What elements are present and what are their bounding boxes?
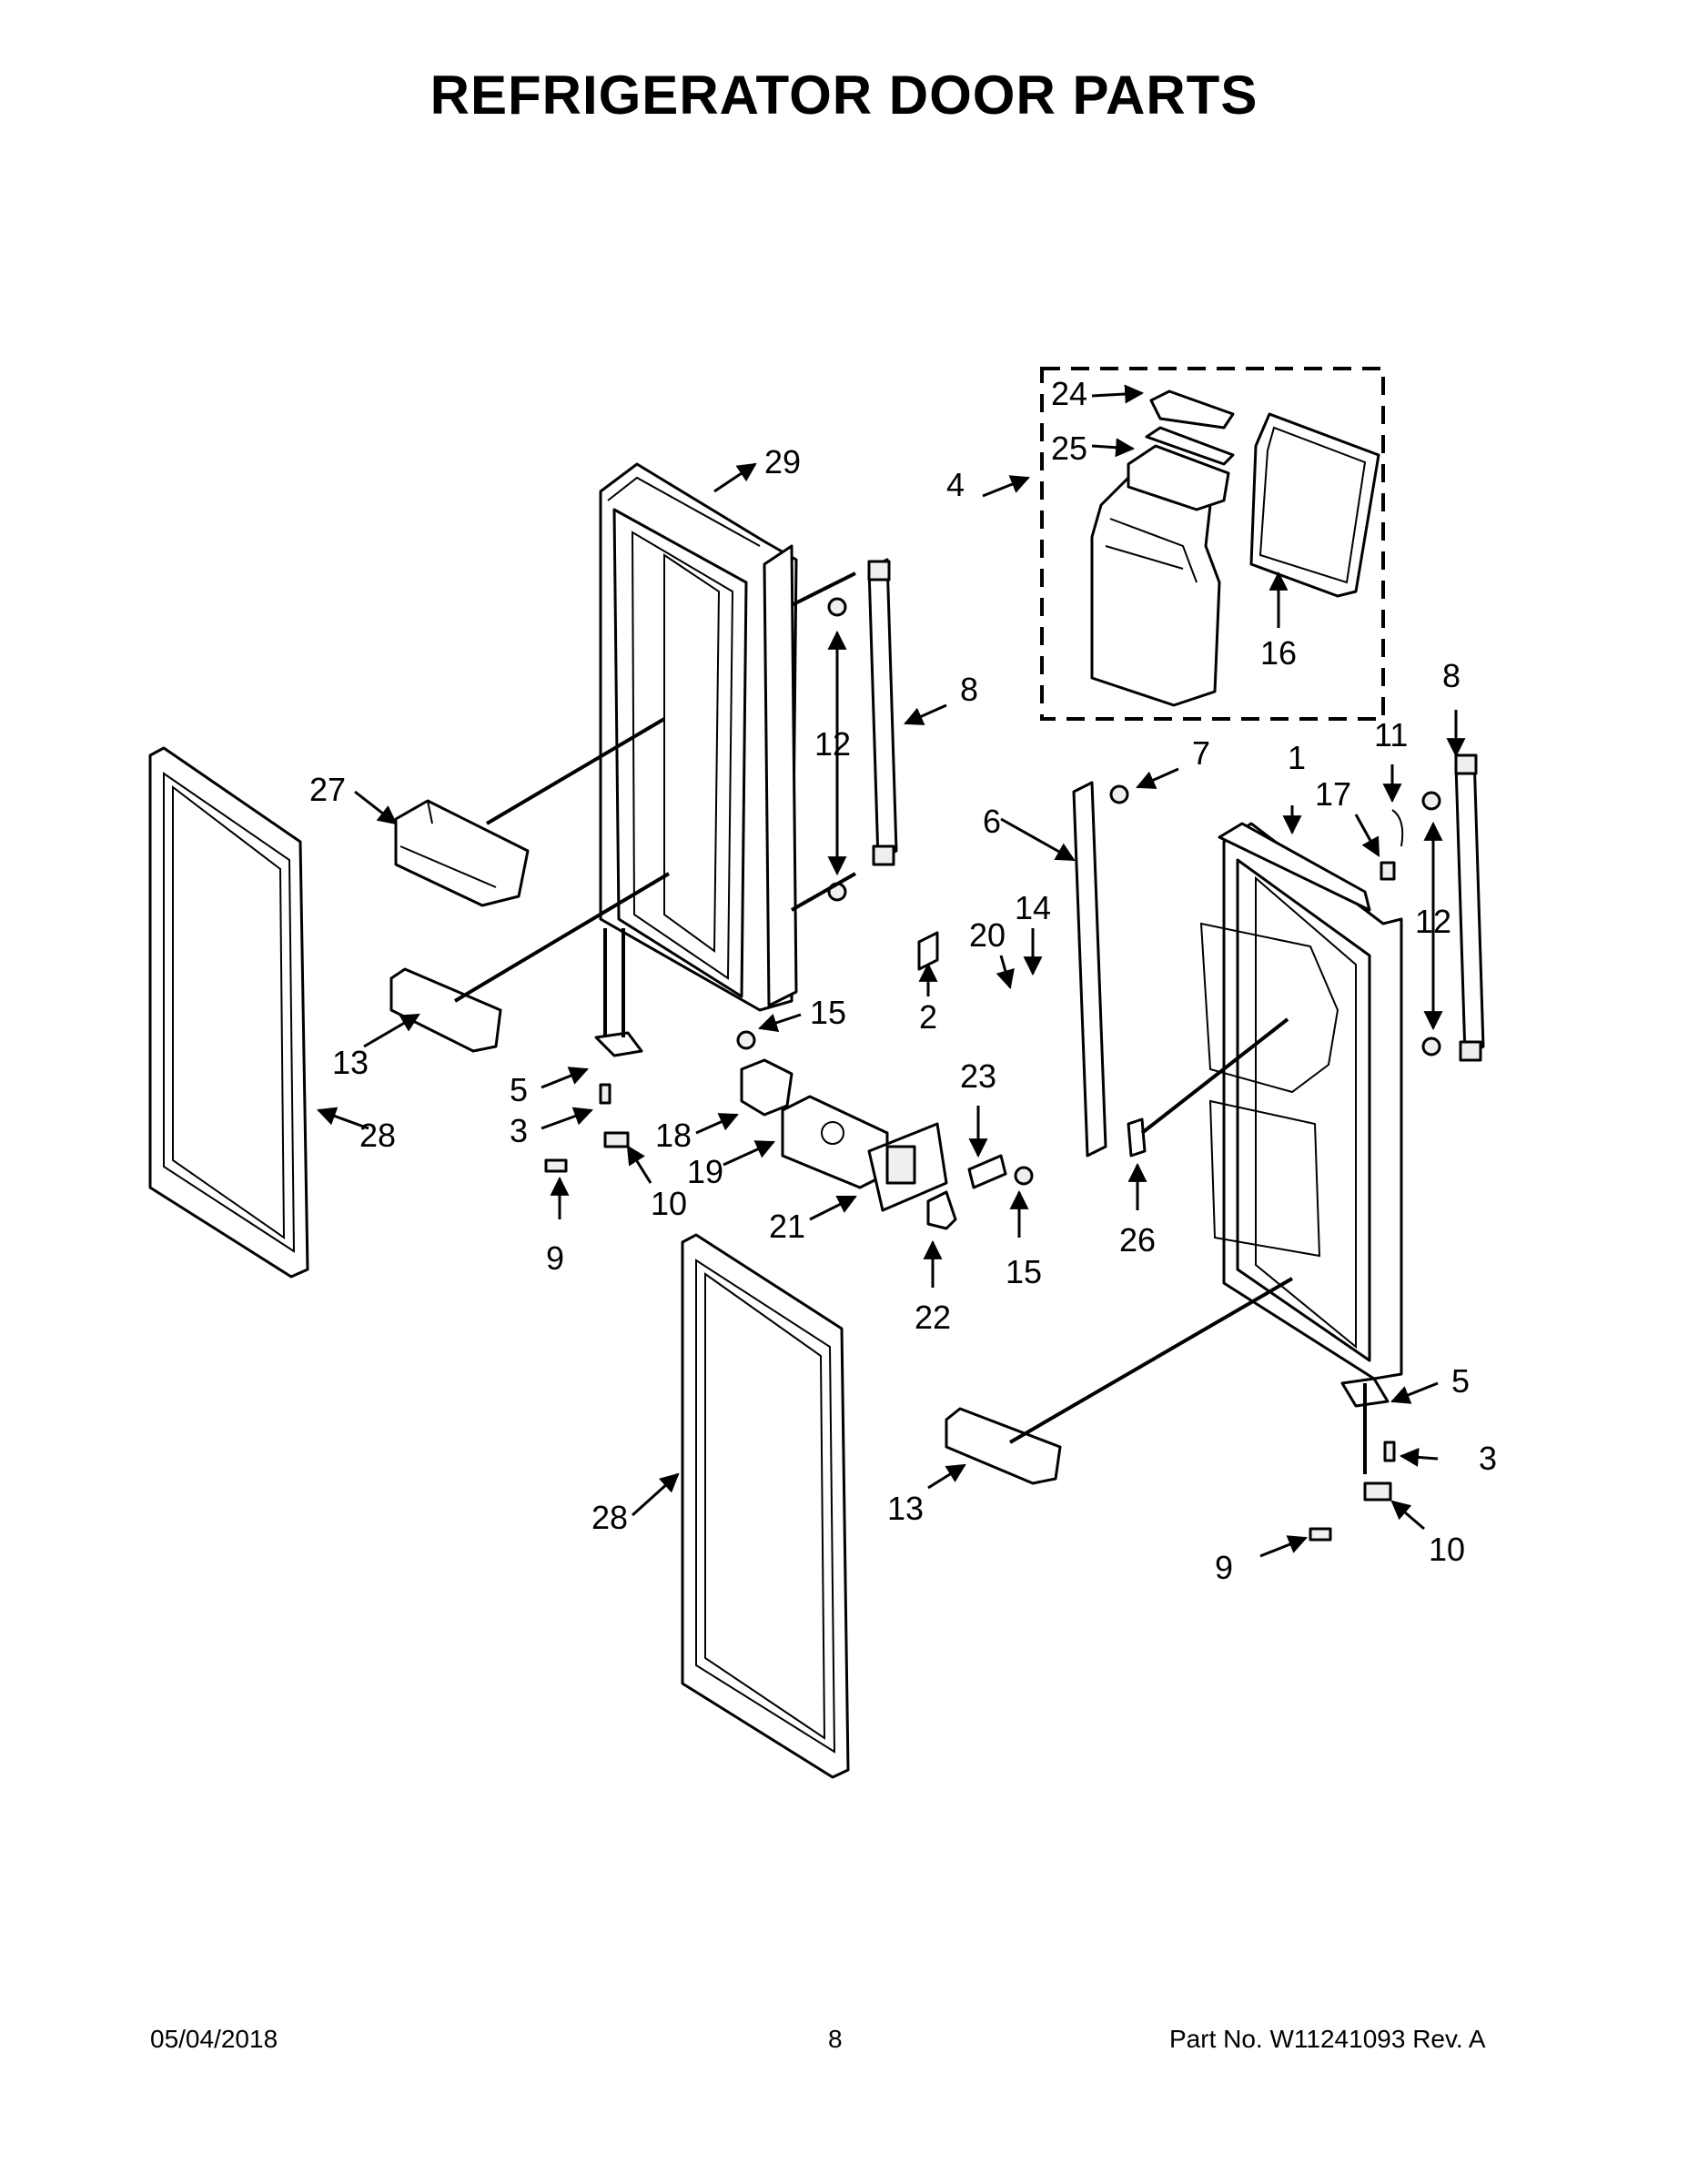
callout-8-right: 8 <box>1442 657 1461 694</box>
left-door-part-29 <box>599 462 798 1012</box>
callout-5-left: 5 <box>510 1071 528 1108</box>
page-title: REFRIGERATOR DOOR PARTS <box>430 65 1258 126</box>
callout-22: 22 <box>915 1299 951 1336</box>
screw-9-left <box>544 1158 568 1173</box>
callout-28-right: 28 <box>591 1499 628 1536</box>
callout-25: 25 <box>1051 430 1087 467</box>
callout-3-right: 3 <box>1479 1440 1497 1477</box>
clip-26 <box>1127 1117 1147 1158</box>
callout-11: 11 <box>1374 716 1408 753</box>
door-gasket-left <box>148 746 309 1279</box>
dispenser-housing-19 <box>781 1095 889 1189</box>
callout-6: 6 <box>983 803 1001 840</box>
callout-2: 2 <box>919 998 937 1036</box>
fitting-17 <box>1380 861 1396 881</box>
door-bin-13-left <box>389 967 502 1053</box>
callout-9-left: 9 <box>546 1239 564 1277</box>
door-gasket-right <box>681 1233 850 1779</box>
callout-10-left: 10 <box>651 1185 687 1222</box>
footer-part-number: Part No. W11241093 Rev. A <box>1169 2025 1486 2053</box>
callout-1: 1 <box>1288 739 1306 776</box>
plate-23 <box>967 1154 1007 1189</box>
callout-5-right: 5 <box>1451 1362 1470 1400</box>
ice-container-assembly <box>1040 367 1385 721</box>
actuator-22 <box>926 1190 957 1230</box>
screws-12 <box>827 597 1441 1057</box>
dispenser-frame-21 <box>867 1122 948 1212</box>
callout-21: 21 <box>769 1208 805 1245</box>
mullion-part-6 <box>1072 781 1107 1158</box>
right-door-part-1 <box>1199 822 1403 1380</box>
door-handle-right <box>1454 753 1485 1062</box>
callout-23: 23 <box>960 1057 996 1095</box>
callout-15-upper: 15 <box>810 994 846 1031</box>
callout-8-left: 8 <box>960 671 978 708</box>
callout-13-right: 13 <box>887 1490 924 1527</box>
callout-16: 16 <box>1260 634 1297 672</box>
callout-28-left: 28 <box>359 1117 396 1154</box>
callout-15-lower: 15 <box>1006 1253 1042 1290</box>
callout-9-right: 9 <box>1215 1549 1233 1586</box>
screw-9-right <box>1309 1527 1332 1542</box>
callout-26: 26 <box>1119 1221 1156 1259</box>
callout-10-right: 10 <box>1429 1531 1465 1568</box>
tube-11 <box>1391 809 1404 847</box>
callout-18: 18 <box>655 1117 692 1154</box>
screw-3-right <box>1383 1441 1396 1462</box>
screw-7 <box>1109 784 1129 804</box>
hinge-5-left <box>594 1031 643 1057</box>
screw-3-left <box>599 1083 612 1105</box>
clip-2 <box>917 931 939 971</box>
bracket-10-left <box>603 1131 630 1148</box>
callout-17: 17 <box>1315 775 1351 813</box>
callout-14: 14 <box>1015 889 1051 926</box>
callout-7: 7 <box>1192 734 1210 772</box>
callout-12-left: 12 <box>814 725 851 763</box>
callout-arrows <box>317 384 1466 1558</box>
callout-27: 27 <box>309 771 346 808</box>
callout-13-left: 13 <box>332 1044 369 1081</box>
callout-19: 19 <box>687 1153 723 1190</box>
callout-3-left: 3 <box>510 1112 528 1149</box>
door-handle-left <box>867 558 898 866</box>
callout-29: 29 <box>764 443 801 480</box>
footer-date: 05/04/2018 <box>150 2025 278 2053</box>
door-bin-13-right <box>945 1407 1062 1485</box>
callout-12-right: 12 <box>1415 903 1451 940</box>
callout-20: 20 <box>969 916 1006 954</box>
callout-24: 24 <box>1051 375 1087 412</box>
screw-15-lower <box>1014 1166 1034 1186</box>
callout-4: 4 <box>946 466 965 503</box>
callout-labels: 1 2 3 3 4 5 5 6 7 8 8 9 9 10 10 11 12 12… <box>309 375 1497 1586</box>
door-bin-27 <box>394 799 530 907</box>
footer-page-number: 8 <box>828 2025 843 2053</box>
bracket-10-right <box>1363 1481 1392 1502</box>
bracket-18 <box>740 1058 793 1117</box>
leader-lines <box>453 571 1367 1474</box>
screw-15-upper <box>736 1030 756 1050</box>
